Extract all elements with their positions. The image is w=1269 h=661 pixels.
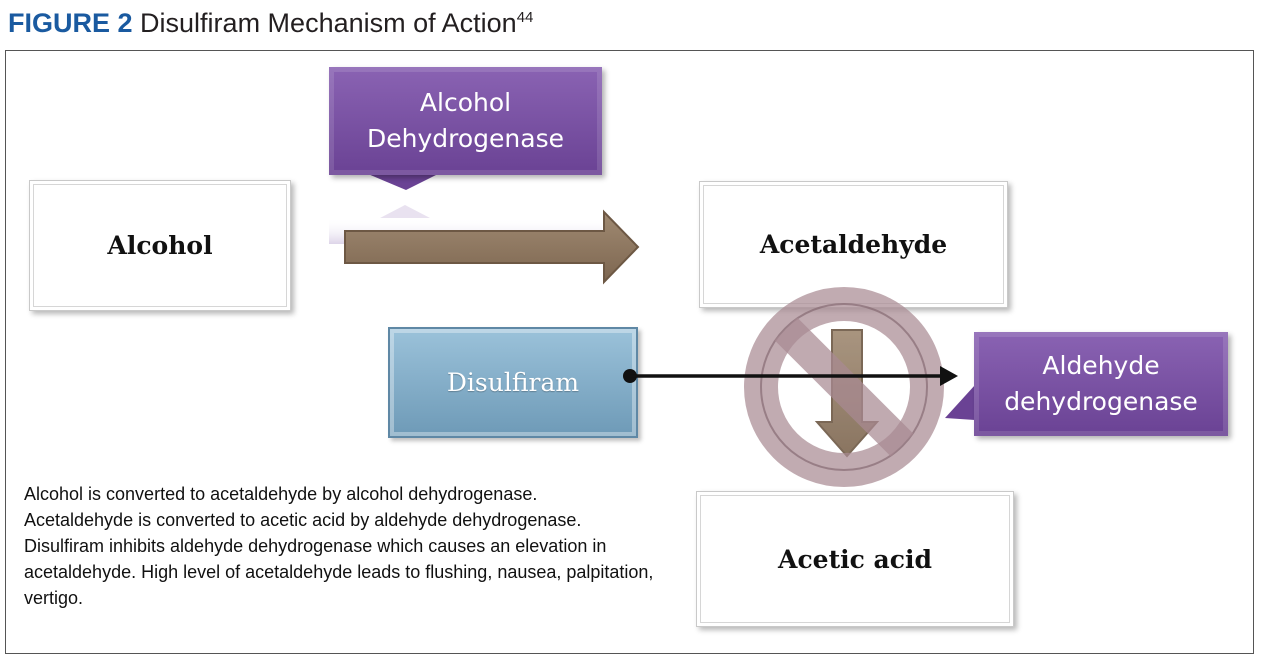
figure-label: FIGURE 2 bbox=[8, 8, 133, 38]
diagram-caption: Alcohol is converted to acetaldehyde by … bbox=[24, 481, 664, 611]
node-alcohol-label: Alcohol bbox=[107, 231, 213, 260]
figure-title-text: Disulfiram Mechanism of Action bbox=[140, 8, 517, 38]
node-acetaldehyde-label: Acetaldehyde bbox=[759, 230, 948, 259]
node-alcohol: Alcohol bbox=[29, 180, 291, 311]
conversion-arrow-alcohol-to-acetaldehyde bbox=[344, 209, 640, 285]
enzyme-alcohol-dehydrogenase-line1: Alcohol bbox=[419, 88, 512, 117]
enzyme-alcohol-dehydrogenase: Alcohol Dehydrogenase bbox=[329, 67, 602, 175]
node-acetic-acid-label: Acetic acid bbox=[778, 544, 932, 574]
enzyme-alcohol-dehydrogenase-line2: Dehydrogenase bbox=[367, 124, 564, 153]
node-disulfiram-label: Disulfiram bbox=[446, 368, 580, 397]
figure-reference: 44 bbox=[516, 9, 534, 26]
enzyme-aldehyde-dehydrogenase-line1: Aldehyde bbox=[1042, 351, 1160, 380]
caption-line-3: Disulfiram inhibits aldehyde dehydrogena… bbox=[24, 536, 654, 608]
figure-title: FIGURE 2 Disulfiram Mechanism of Action4… bbox=[8, 6, 533, 40]
caption-line-2: Acetaldehyde is converted to acetic acid… bbox=[24, 510, 582, 530]
diagram-frame bbox=[5, 50, 1254, 654]
node-disulfiram: Disulfiram bbox=[388, 327, 638, 438]
enzyme-aldehyde-dehydrogenase-line2: dehydrogenase bbox=[1004, 387, 1198, 416]
node-acetaldehyde: Acetaldehyde bbox=[699, 181, 1008, 308]
node-acetic-acid: Acetic acid bbox=[696, 491, 1014, 627]
enzyme-aldehyde-dehydrogenase: Aldehyde dehydrogenase bbox=[974, 332, 1228, 436]
caption-line-1: Alcohol is converted to acetaldehyde by … bbox=[24, 484, 538, 504]
conversion-arrow-acetaldehyde-to-acetic-acid bbox=[814, 329, 880, 458]
